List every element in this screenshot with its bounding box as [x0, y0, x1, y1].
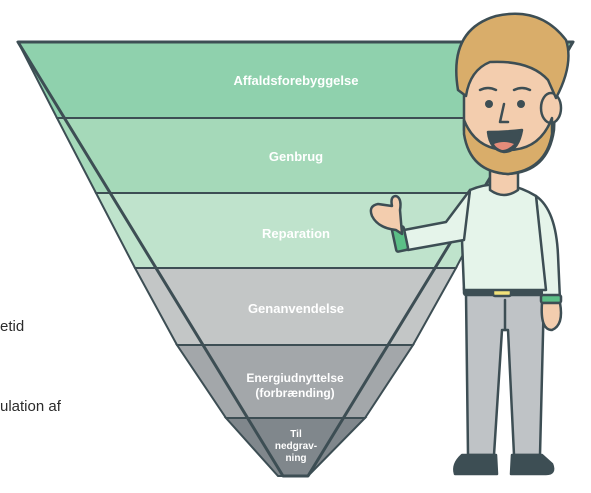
right-eye [517, 100, 525, 108]
right-shoe [509, 453, 555, 476]
cartoon-man-illustration [369, 12, 570, 476]
label-affaldsforebyggelse: Affaldsforebyggelse [234, 73, 359, 88]
pyramid-labels: Affaldsforebyggelse Genbrug Reparation G… [234, 73, 359, 464]
label-nedgrav: nedgrav- [275, 441, 317, 452]
left-brow [478, 86, 498, 92]
torso [460, 183, 548, 292]
pyramid-outline [16, 40, 575, 478]
waving-hand [369, 194, 404, 236]
side-text-line-1: etid [0, 318, 25, 335]
left-shoe [453, 453, 499, 476]
tongue [494, 142, 514, 150]
pants [464, 292, 546, 457]
right-brow [512, 86, 532, 92]
label-til: Til [290, 429, 302, 440]
label-genbrug: Genbrug [269, 149, 323, 164]
label-forbraending: (forbrænding) [255, 386, 334, 400]
hair [455, 12, 570, 100]
side-text-line-2: ulation af [0, 398, 61, 415]
label-genanvendelse: Genanvendelse [248, 301, 344, 316]
label-energiudnyttelse: Energiudnyttelse [246, 371, 344, 385]
label-reparation: Reparation [262, 226, 330, 241]
right-hand [540, 301, 563, 332]
label-ning: ning [285, 453, 306, 464]
left-eye [485, 100, 493, 108]
neck [488, 168, 520, 197]
nose [498, 102, 510, 124]
